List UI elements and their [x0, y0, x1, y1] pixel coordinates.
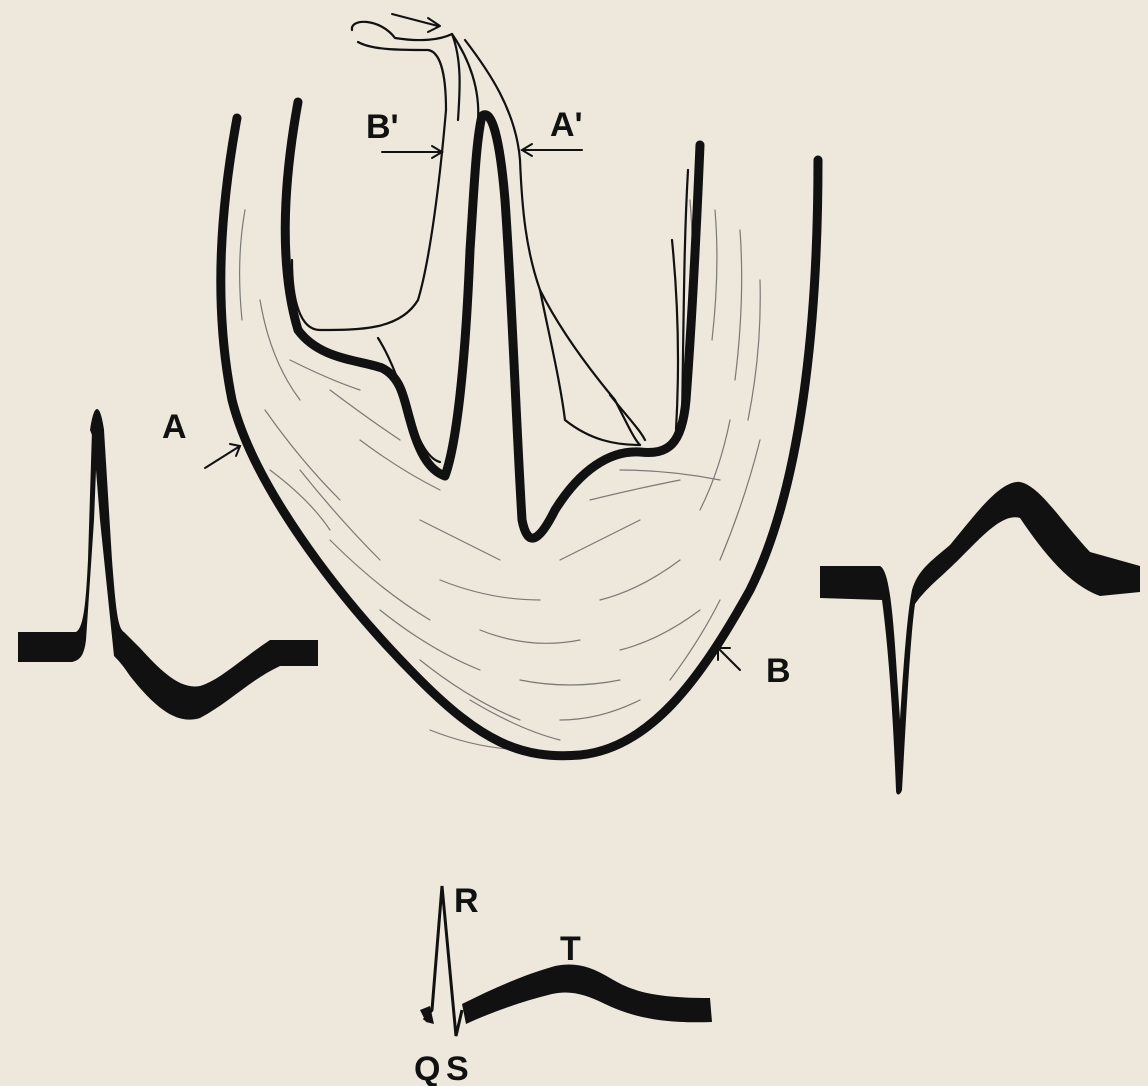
label-a: A — [162, 408, 187, 446]
label-b: B — [766, 652, 791, 690]
label-q: Q — [414, 1050, 440, 1086]
label-b-prime: B' — [366, 108, 399, 146]
label-a-prime: A' — [550, 106, 583, 144]
label-t: T — [560, 930, 581, 968]
label-s: S — [446, 1050, 469, 1086]
label-r: R — [454, 882, 479, 920]
